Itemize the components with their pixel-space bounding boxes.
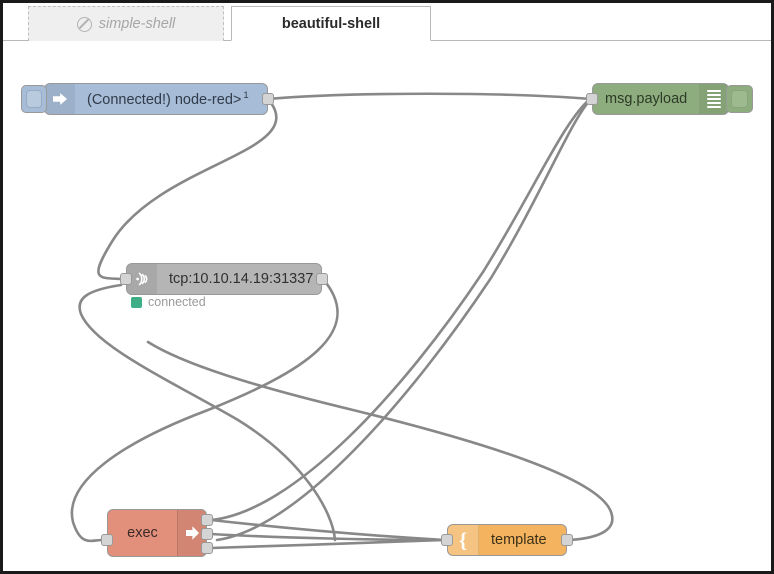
exec-output-port-3[interactable] xyxy=(201,542,213,554)
inject-trigger-button[interactable] xyxy=(21,85,47,113)
tcp-output-port[interactable] xyxy=(316,273,328,285)
exec-output-port-1[interactable] xyxy=(201,514,213,526)
wire-exec-out1-to-template xyxy=(209,518,447,542)
node-tcp-request[interactable]: tcp:10.10.14.19:31337 xyxy=(120,263,328,295)
debug-enable-toggle-button[interactable] xyxy=(726,85,753,113)
node-inject-text: (Connected!) node-red> xyxy=(87,91,242,108)
wire-inject-to-debug xyxy=(266,92,592,101)
node-inject-label: (Connected!) node-red>1 xyxy=(75,91,261,107)
wire-inject-to-tcp xyxy=(97,97,278,281)
wire-template-to-tcp xyxy=(146,340,614,542)
debug-lines-icon xyxy=(699,84,730,114)
node-tcp-status-text: connected xyxy=(148,295,206,309)
wire-exec-out2-to-template xyxy=(209,532,447,542)
node-tcp-status: connected xyxy=(131,295,206,309)
arrow-right-icon xyxy=(45,84,75,114)
tab-simple-shell-label: simple-shell xyxy=(98,16,176,32)
wire-layer xyxy=(70,92,614,550)
tcp-input-port[interactable] xyxy=(120,273,132,285)
node-debug[interactable]: msg.payload xyxy=(586,83,753,115)
node-debug-label: msg.payload xyxy=(605,90,688,107)
node-inject-superscript: 1 xyxy=(243,89,249,101)
debug-input-port[interactable] xyxy=(586,93,598,105)
debug-lines-glyph xyxy=(707,90,722,108)
inject-output-port[interactable] xyxy=(262,93,274,105)
node-exec[interactable]: exec xyxy=(101,509,213,557)
tab-beautiful-shell-label: beautiful-shell xyxy=(281,15,381,32)
curly-brace-glyph: { xyxy=(458,527,468,552)
flow-canvas[interactable]: (Connected!) node-red>1 tcp:10.10.14.19:… xyxy=(3,42,771,571)
node-exec-label: exec xyxy=(127,524,158,541)
tab-beautiful-shell[interactable]: beautiful-shell xyxy=(231,6,431,41)
wire-exec-out2-to-debug xyxy=(215,98,592,542)
tab-simple-shell[interactable]: simple-shell xyxy=(28,6,224,41)
node-template-label: template xyxy=(491,531,547,548)
template-output-port[interactable] xyxy=(561,534,573,546)
exec-input-port[interactable] xyxy=(101,534,113,546)
exec-output-port-2[interactable] xyxy=(201,528,213,540)
debug-toggle-face xyxy=(731,90,748,108)
node-tcp-label: tcp:10.10.14.19:31337 xyxy=(169,270,314,287)
inject-button-face xyxy=(26,90,42,108)
wire-exec-out1-to-debug xyxy=(209,97,592,522)
wire-exec-out3-to-template xyxy=(209,538,447,550)
flow-tab-bar: simple-shell beautiful-shell xyxy=(3,3,771,41)
wire-tcp-to-exec xyxy=(70,277,339,543)
node-inject[interactable]: (Connected!) node-red>1 xyxy=(21,83,274,115)
template-input-port[interactable] xyxy=(441,534,453,546)
node-template[interactable]: { template xyxy=(441,524,573,556)
circle-slash-icon xyxy=(76,16,92,32)
status-dot-icon xyxy=(131,296,142,308)
wire-tcp-loop-to-exec xyxy=(78,283,337,542)
